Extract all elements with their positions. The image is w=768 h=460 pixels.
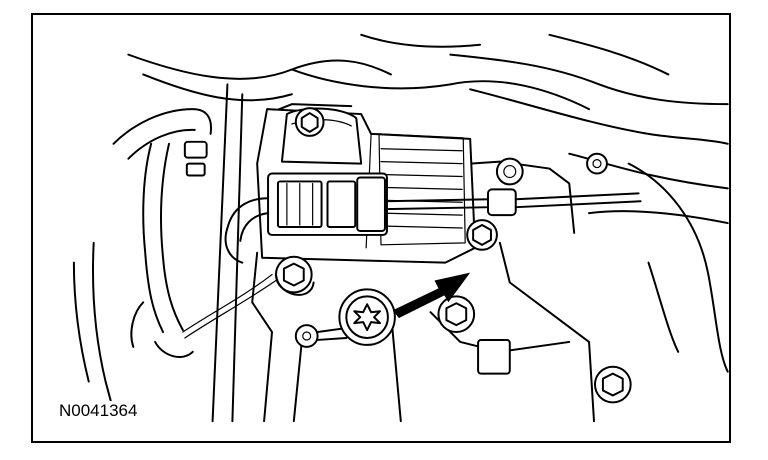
upper-hose-lines: [127, 33, 729, 225]
right-bolt-icon: [466, 219, 498, 251]
lower-right-bolt-icon: [437, 295, 476, 334]
torx-bolt-icon: [338, 288, 511, 375]
black-arrow-icon: [392, 272, 471, 319]
small-stud-icon: [294, 324, 348, 348]
left-vacuum-hose: [72, 108, 213, 413]
wiring-harness: [130, 273, 277, 358]
electrical-connector: [224, 172, 388, 264]
linkage-rod: [383, 188, 642, 217]
figure-id-label: N0041364: [57, 401, 140, 421]
mounting-bolts: [274, 107, 632, 404]
upper-right-bolt-icon: [586, 152, 608, 175]
engine-illustration: [72, 33, 729, 423]
illustration-frame: N0041364: [31, 13, 731, 443]
far-right-bolt-icon: [594, 365, 632, 404]
left-bolt-icon: [274, 255, 315, 296]
upper-bolt-icon: [294, 107, 325, 137]
hose-clip-icon: [183, 140, 208, 159]
right-upper-bolt-icon: [495, 157, 524, 186]
